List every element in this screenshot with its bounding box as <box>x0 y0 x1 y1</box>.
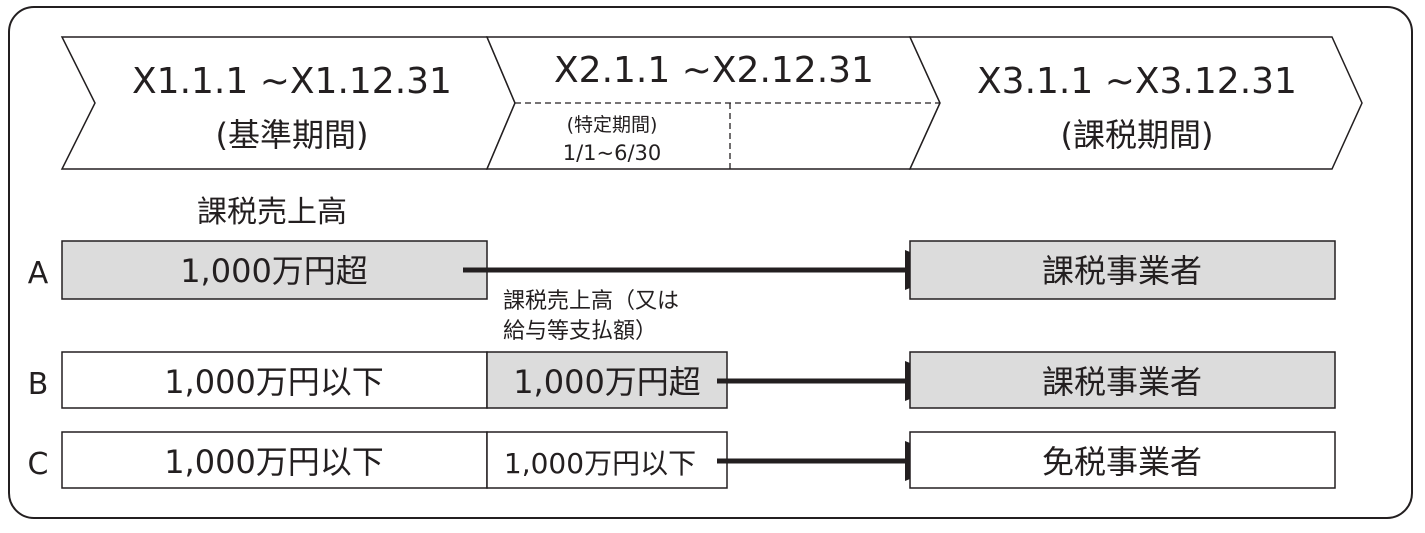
period-2-sub-range: 1/1~6/30 <box>563 141 662 165</box>
taxable-sales-header: 課税売上高 <box>197 195 347 230</box>
result-value: 課税事業者 <box>1042 252 1202 290</box>
specific-period-note-line1: 課税売上高（又は <box>503 289 679 314</box>
base-period-value: 1,000万円超 <box>180 252 368 290</box>
specific-period-value: 1,000万円以下 <box>504 447 696 480</box>
period-2-sub-label: (特定期間) <box>567 114 658 136</box>
result-box <box>909 240 1336 300</box>
row-a: A 1,000万円超 課税事業者 <box>28 240 1336 300</box>
period-3-range: X3.1.1 ~X3.12.31 <box>977 61 1297 102</box>
row-b: B 1,000万円以下 1,000万円超 課税事業者 <box>28 351 1336 409</box>
result-value: 課税事業者 <box>1042 363 1202 401</box>
period-2-range: X2.1.1 ~X2.12.31 <box>554 50 874 91</box>
row-letter: C <box>28 447 49 482</box>
timeline: X1.1.1 ~X1.12.31 (基準期間) X2.1.1 ~X2.12.31… <box>60 36 1363 170</box>
row-c: C 1,000万円以下 1,000万円以下 免税事業者 <box>28 431 1336 489</box>
specific-period-box <box>486 431 728 489</box>
base-period-value: 1,000万円以下 <box>164 443 384 481</box>
period-3-label: (課税期間) <box>1061 116 1214 154</box>
period-1-label: (基準期間) <box>216 116 369 154</box>
result-box <box>909 351 1336 409</box>
diagram-frame <box>8 6 1413 519</box>
result-box <box>909 431 1336 489</box>
row-letter: A <box>28 256 49 291</box>
base-period-box <box>61 240 488 300</box>
specific-period-value: 1,000万円超 <box>513 363 701 401</box>
period-1-range: X1.1.1 ~X1.12.31 <box>132 61 452 102</box>
base-period-value: 1,000万円以下 <box>164 363 384 401</box>
result-value: 免税事業者 <box>1042 443 1202 481</box>
specific-period-note-line2: 給与等支払額） <box>503 319 657 344</box>
row-letter: B <box>28 367 49 402</box>
base-period-box <box>61 431 488 489</box>
